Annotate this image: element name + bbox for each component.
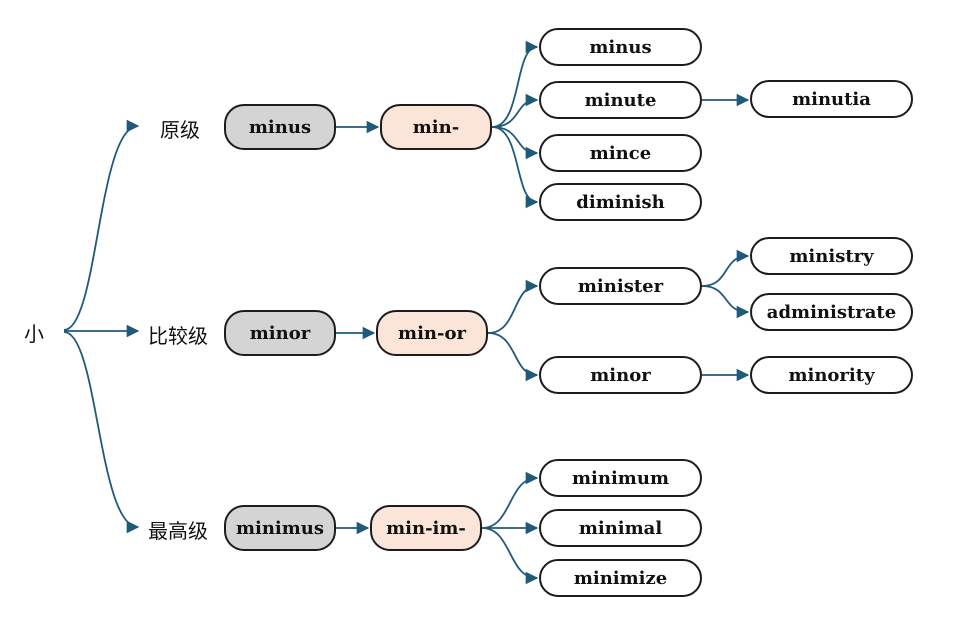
arrow-minister-to-administrate (701, 285, 750, 319)
arrow-min-or-to-minor (487, 332, 539, 382)
arrow-min-im-to-minimize (481, 527, 539, 585)
stem-node-min-or: min-or (376, 310, 488, 356)
arrow-root-to-positive (63, 119, 140, 331)
word-node-minister: minister (539, 267, 702, 305)
word-node-minimal: minimal (539, 509, 702, 547)
arrow-min-im-to-minimum (481, 471, 539, 529)
latin-node-minor: minor (224, 310, 336, 356)
word-node-minimize: minimize (539, 559, 702, 597)
word-node-minute: minute (539, 81, 702, 119)
degree-label-superlative: 最高级 (148, 519, 208, 543)
word-node-diminish: diminish (539, 183, 702, 221)
root-label: 小 (24, 322, 44, 346)
word-node-minority: minority (750, 356, 913, 394)
latin-node-minus: minus (224, 104, 336, 150)
word-node-ministry: ministry (750, 237, 913, 275)
stem-node-min-im: min-im- (370, 505, 482, 551)
word-node-minor: minor (539, 356, 702, 394)
word-node-minutia: minutia (750, 80, 913, 118)
word-node-mince: mince (539, 134, 702, 172)
latin-node-minimus: minimus (224, 505, 336, 551)
arrow-min-to-minus (491, 40, 539, 128)
stem-node-min: min- (380, 104, 492, 150)
arrow-minister-to-ministry (701, 249, 750, 287)
word-node-minimum: minimum (539, 459, 702, 497)
arrow-min-to-minute (491, 93, 539, 128)
word-node-minus: minus (539, 28, 702, 66)
arrow-min-to-mince (491, 126, 539, 160)
degree-label-comparative: 比较级 (148, 324, 208, 348)
word-node-administrate: administrate (750, 293, 913, 331)
degree-label-positive: 原级 (160, 118, 200, 142)
arrow-min-to-diminish (491, 126, 539, 209)
arrow-root-to-superlative (63, 331, 140, 534)
arrow-min-or-to-minister (487, 279, 539, 334)
